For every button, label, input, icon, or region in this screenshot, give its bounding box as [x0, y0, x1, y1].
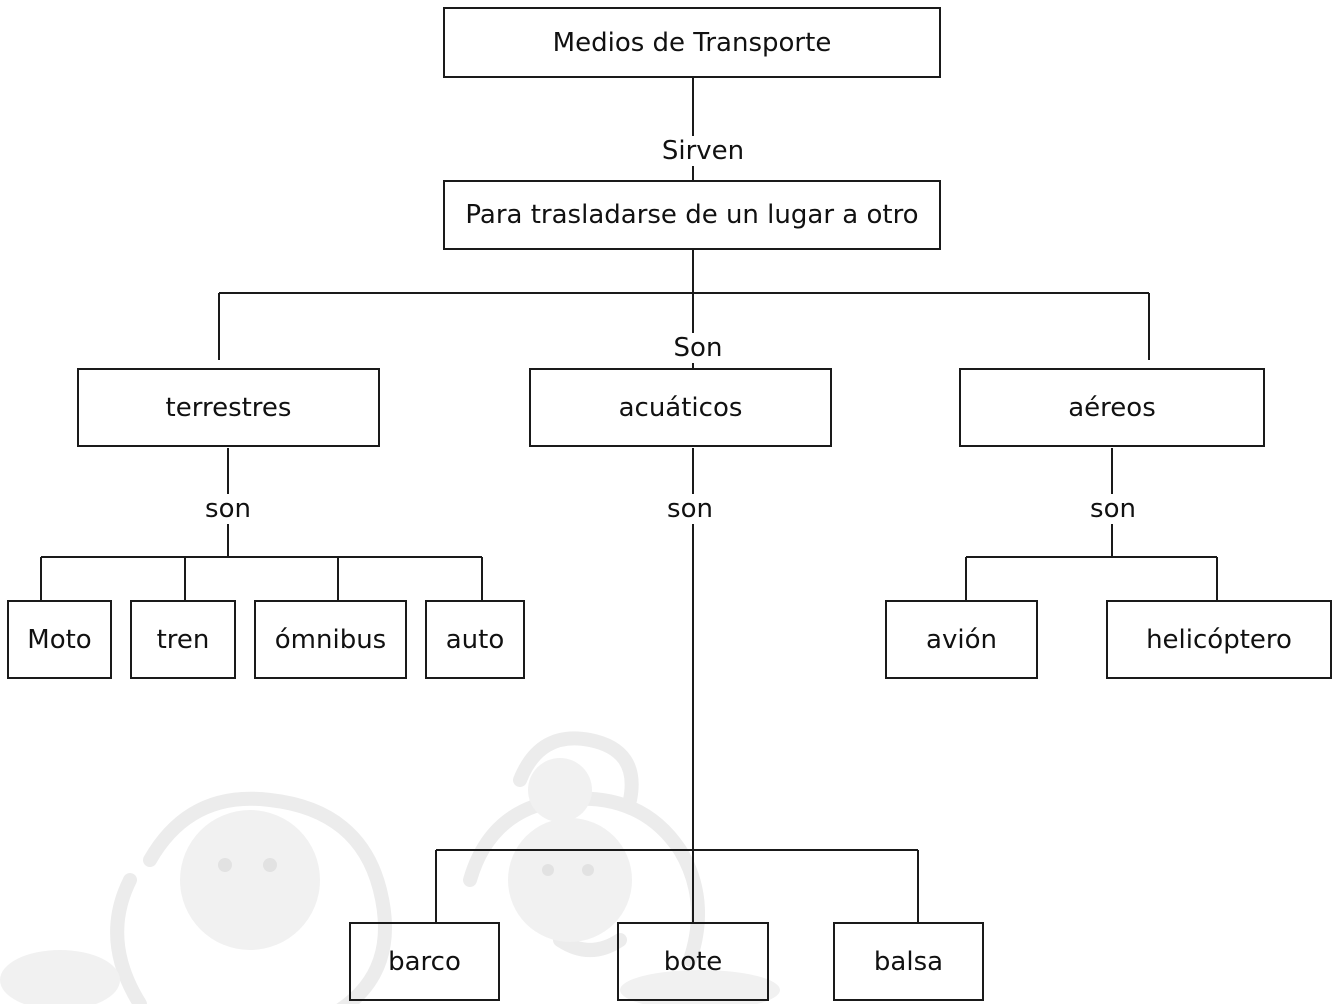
item-node-avion: avión	[885, 600, 1038, 679]
item-label: barco	[388, 946, 461, 977]
item-node-omnibus: ómnibus	[254, 600, 407, 679]
item-label: tren	[156, 624, 210, 655]
category-node-aereos: aéreos	[959, 368, 1265, 447]
link-label-sirven: Sirven	[657, 136, 749, 166]
item-label: Moto	[27, 624, 92, 655]
item-node-auto: auto	[425, 600, 525, 679]
item-node-tren: tren	[130, 600, 236, 679]
root-label: Medios de Transporte	[552, 27, 832, 58]
item-node-barco: barco	[349, 922, 500, 1001]
item-node-balsa: balsa	[833, 922, 984, 1001]
category-label: terrestres	[165, 392, 292, 423]
category-node-acuaticos: acuáticos	[529, 368, 832, 447]
link-label-son-acuaticos: son	[663, 494, 717, 524]
category-node-terrestres: terrestres	[77, 368, 380, 447]
purpose-label: Para trasladarse de un lugar a otro	[465, 200, 919, 230]
link-label-son-terrestres: son	[201, 494, 255, 524]
category-label: acuáticos	[618, 392, 743, 423]
item-node-helicoptero: helicóptero	[1106, 600, 1332, 679]
link-label-son-main: Son	[669, 333, 727, 363]
item-label: balsa	[873, 946, 944, 977]
item-node-bote: bote	[617, 922, 769, 1001]
item-label: auto	[445, 624, 505, 655]
item-label: helicóptero	[1146, 624, 1292, 655]
item-label: avión	[926, 624, 997, 655]
item-label: bote	[663, 946, 723, 977]
item-label: ómnibus	[274, 624, 387, 655]
item-node-moto: Moto	[7, 600, 112, 679]
link-label-son-aereos: son	[1086, 494, 1140, 524]
purpose-node: Para trasladarse de un lugar a otro	[443, 180, 941, 250]
category-label: aéreos	[1068, 392, 1156, 423]
root-node: Medios de Transporte	[443, 7, 941, 78]
